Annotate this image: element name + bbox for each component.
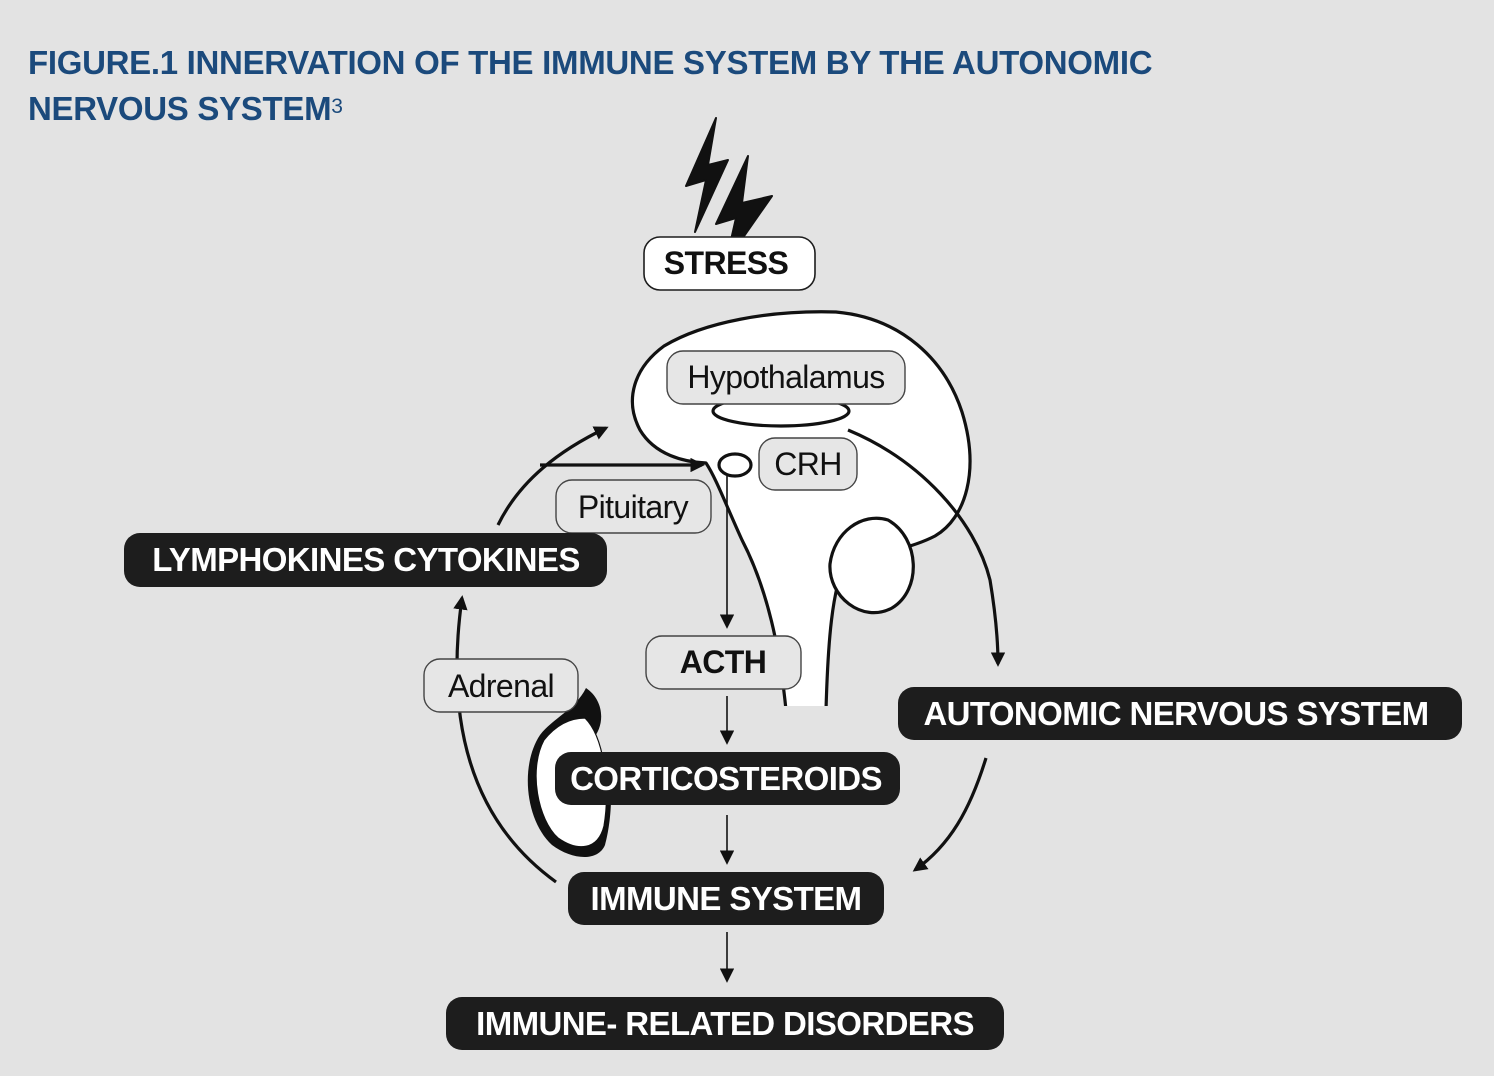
figure-title-reference: 3 — [331, 95, 343, 118]
crh-label-text: CRH — [774, 446, 842, 482]
hypothalamus-label-text: Hypothalamus — [687, 359, 884, 395]
stress-label-text: STRESS — [664, 245, 789, 281]
adrenal-label: Adrenal — [423, 658, 579, 713]
immune-related-disorders-label: IMMUNE- RELATED DISORDERS — [446, 997, 1004, 1050]
autonomic-nervous-system-label-text: AUTONOMIC NERVOUS SYSTEM — [923, 695, 1428, 732]
adrenal-label-text: Adrenal — [448, 668, 554, 704]
autonomic-nervous-system-label: AUTONOMIC NERVOUS SYSTEM — [898, 687, 1462, 740]
lymphokines-cytokines-label-text: LYMPHOKINES CYTOKINES — [152, 541, 580, 578]
crh-label: CRH — [758, 437, 858, 491]
immune-related-disorders-label-text: IMMUNE- RELATED DISORDERS — [476, 1005, 974, 1042]
acth-label-text: ACTH — [680, 644, 766, 680]
pituitary-label: Pituitary — [555, 479, 712, 534]
figure-title: FIGURE.1 INNERVATION OF THE IMMUNE SYSTE… — [28, 40, 1278, 132]
immune-system-label: IMMUNE SYSTEM — [568, 872, 884, 925]
stress-label: STRESS — [643, 236, 816, 291]
corticosteroids-label: CORTICOSTEROIDS — [555, 752, 900, 805]
pituitary-label-text: Pituitary — [578, 489, 689, 525]
corticosteroids-label-text: CORTICOSTEROIDS — [570, 760, 882, 797]
immune-system-label-text: IMMUNE SYSTEM — [591, 880, 862, 917]
arrow-hypothalamus-to-autonomic — [847, 428, 1006, 667]
arrow-immune-to-lymphokines — [453, 595, 557, 884]
arrow-lymphokines-to-brain — [496, 426, 609, 526]
hypothalamus-label: Hypothalamus — [666, 350, 906, 405]
lymphokines-cytokines-label: LYMPHOKINES CYTOKINES — [124, 533, 607, 587]
figure-title-text: FIGURE.1 INNERVATION OF THE IMMUNE SYSTE… — [28, 44, 1153, 127]
pituitary-gland — [717, 452, 753, 478]
acth-label: ACTH — [645, 635, 802, 690]
arrow-autonomic-to-immune — [912, 757, 988, 872]
brain-outline — [630, 310, 972, 716]
